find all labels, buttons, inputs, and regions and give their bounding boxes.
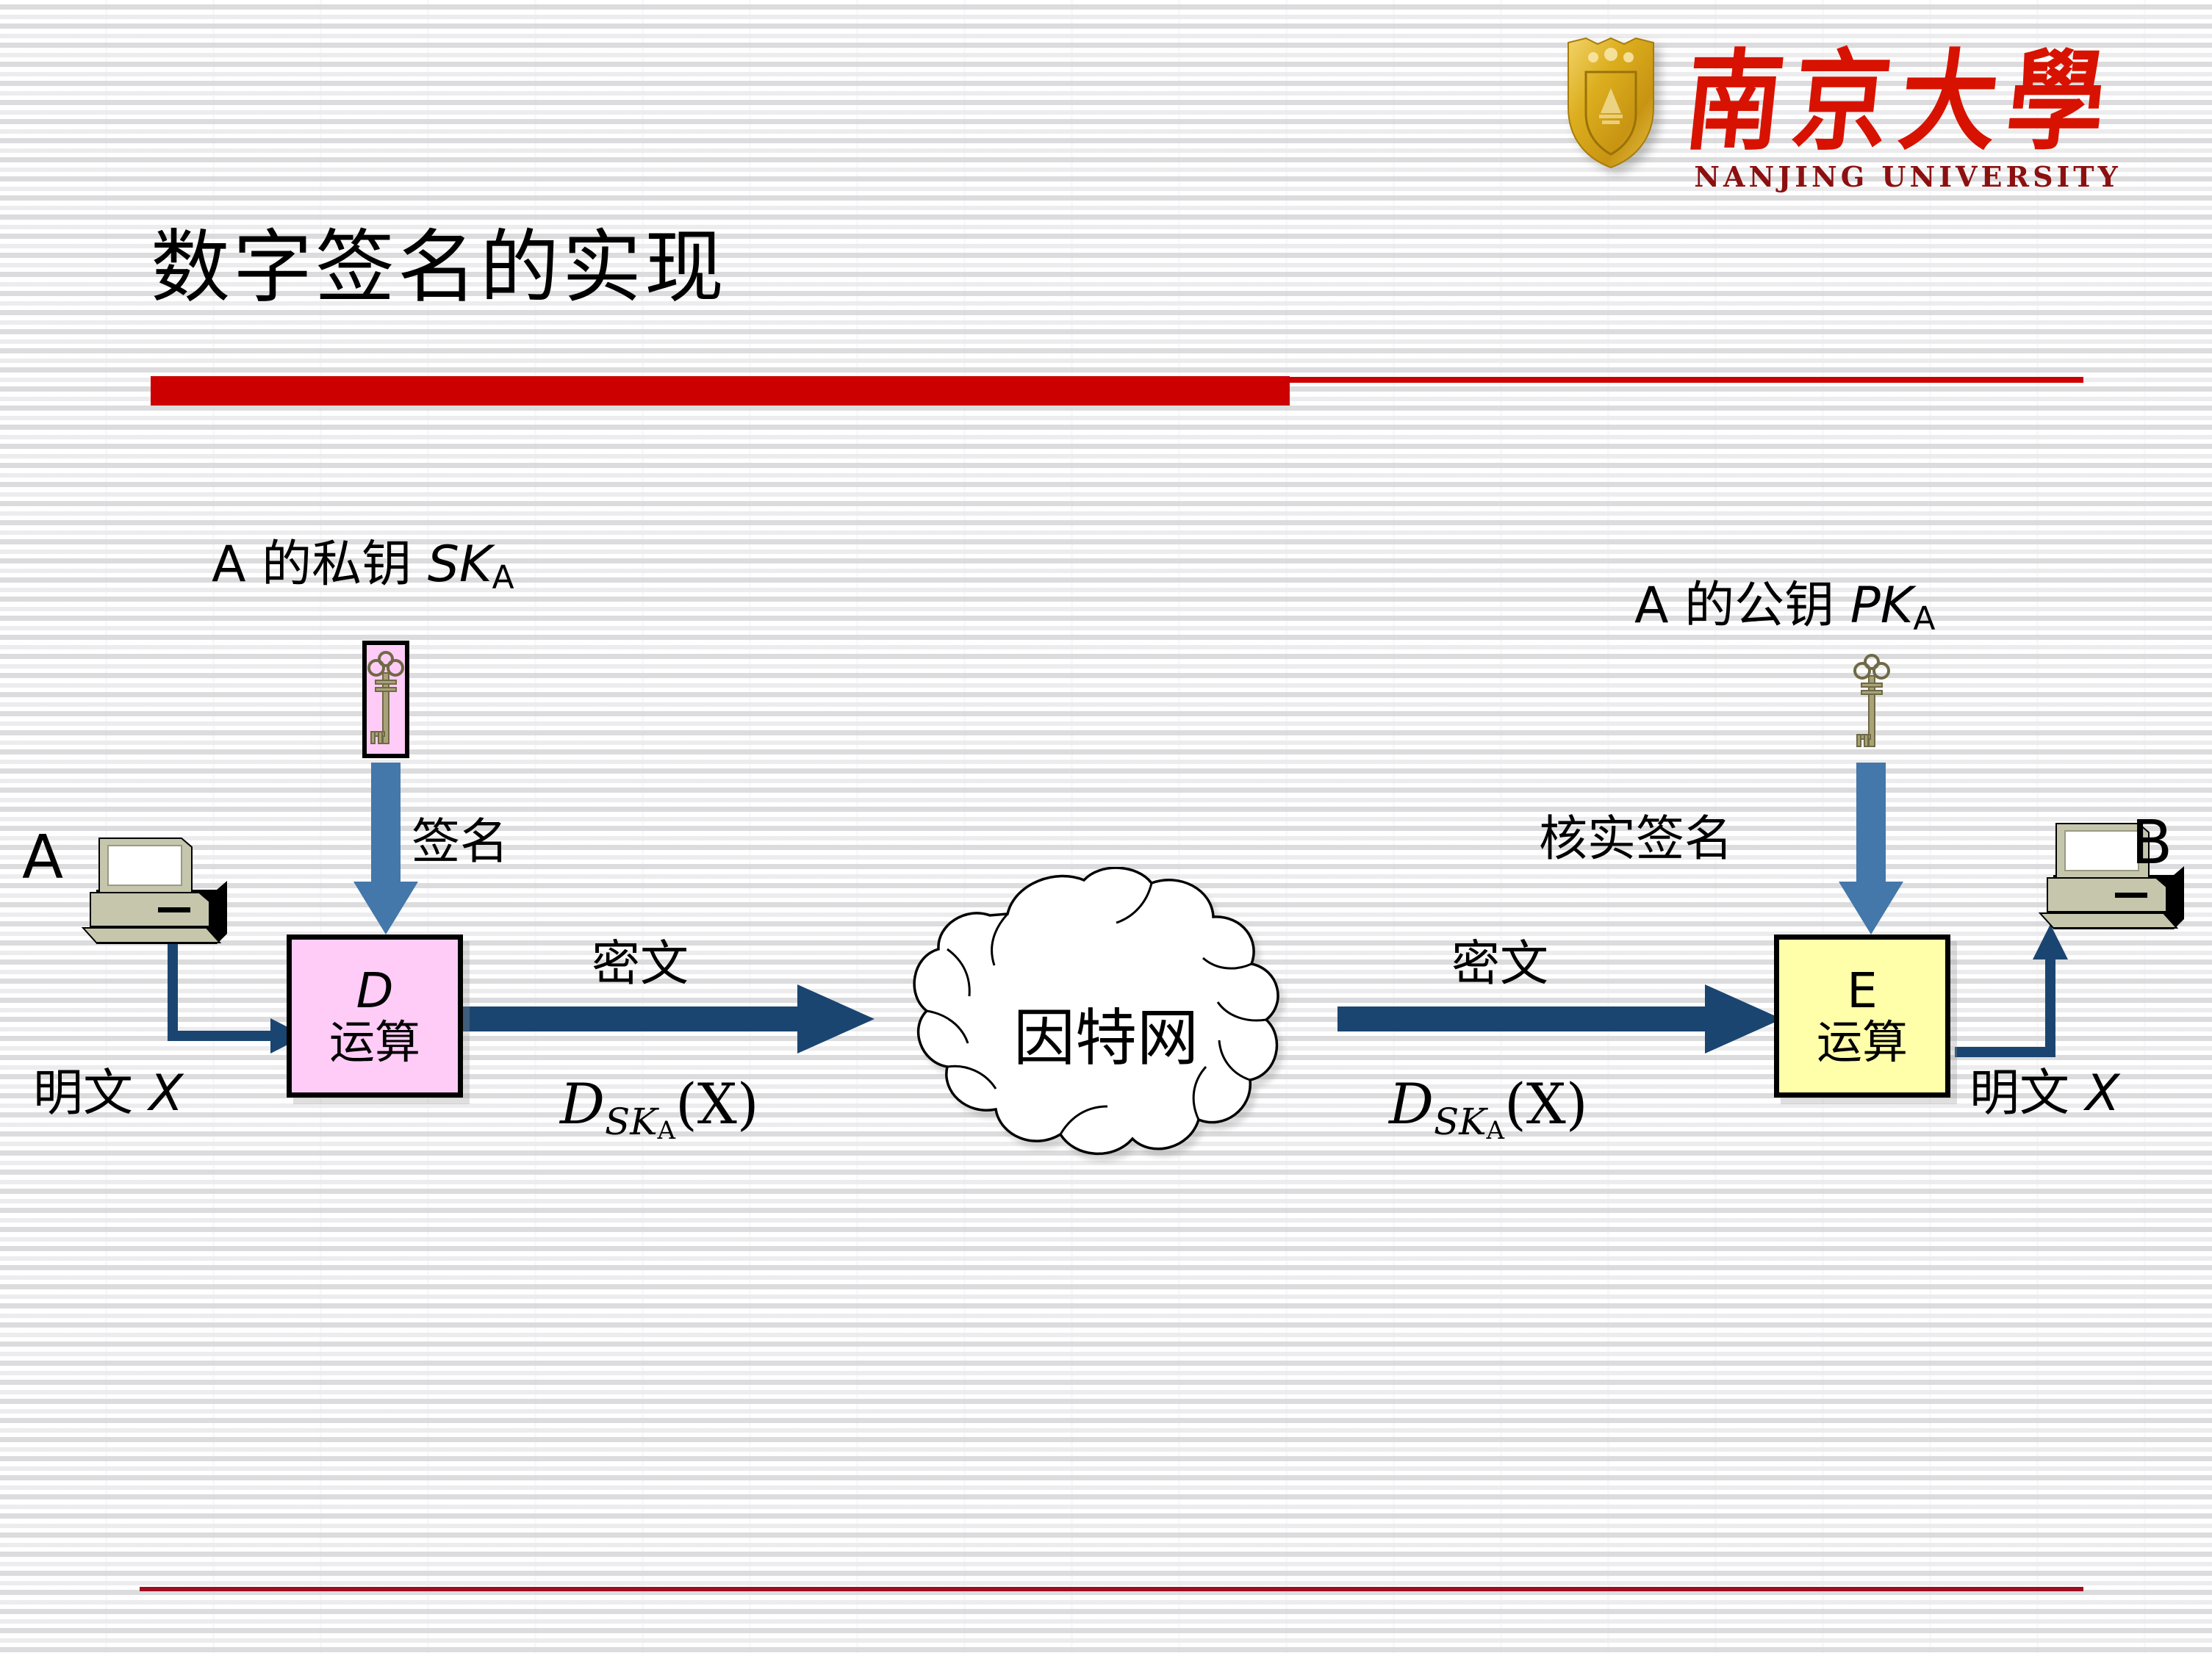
arrow-pk-key-to-e: [1839, 763, 1903, 934]
arrow-a-to-d: [168, 944, 305, 1054]
logo-english-text: NANJING UNIVERSITY: [1694, 160, 2122, 193]
footer-rule: [140, 1587, 2083, 1591]
arrow-sk-key-to-d: [353, 763, 418, 934]
d-operation-symbol: D: [356, 962, 394, 1019]
shield-icon: [1568, 37, 1654, 169]
title-divider-bar: [151, 376, 1290, 406]
plaintext-b-label: 明文 X: [1969, 1065, 2120, 1123]
ciphertext-formula-left: DSKA(X): [560, 1071, 759, 1146]
ciphertext-label-right: 密文: [1451, 935, 1548, 992]
plaintext-a-label: 明文 X: [33, 1065, 184, 1123]
key-icon: [367, 651, 404, 744]
e-operation-symbol: E: [1847, 962, 1878, 1019]
d-operation-text: 运算: [328, 1015, 420, 1069]
internet-cloud: 因特网: [863, 866, 1349, 1175]
internet-label: 因特网: [1013, 1002, 1199, 1074]
node-b-letter: B: [2131, 808, 2173, 878]
node-a-letter: A: [22, 823, 64, 893]
arrow-d-to-cloud: [463, 984, 875, 1054]
public-key-icon: [1852, 648, 1892, 757]
e-operation-text: 运算: [1816, 1015, 1908, 1069]
arrow-cloud-to-e: [1337, 984, 1782, 1054]
verify-arrow-label: 核实签名: [1539, 810, 1733, 867]
d-operation-box: D 运算: [287, 934, 463, 1098]
cloud-shape: [913, 866, 1279, 1155]
computer-b: [2038, 823, 2184, 929]
e-operation-box: E 运算: [1774, 934, 1950, 1098]
university-logo: 南京大學 NANJING UNIVERSITY: [1564, 37, 2122, 220]
title-divider-line: [1290, 377, 2083, 383]
private-key-icon-frame: [362, 641, 409, 758]
sign-arrow-label: 签名: [412, 813, 509, 870]
key-icon: [1853, 654, 1890, 747]
ciphertext-formula-right: DSKA(X): [1389, 1071, 1588, 1146]
computer-a: [81, 838, 227, 944]
arrow-e-to-b: [1955, 924, 2068, 1057]
ciphertext-label-left: 密文: [592, 935, 689, 992]
public-key-caption: A 的公钥 PKA: [1634, 577, 1936, 638]
page-title: 数字签名的实现: [151, 222, 728, 314]
private-key-caption: A 的私钥 SKA: [212, 536, 514, 597]
